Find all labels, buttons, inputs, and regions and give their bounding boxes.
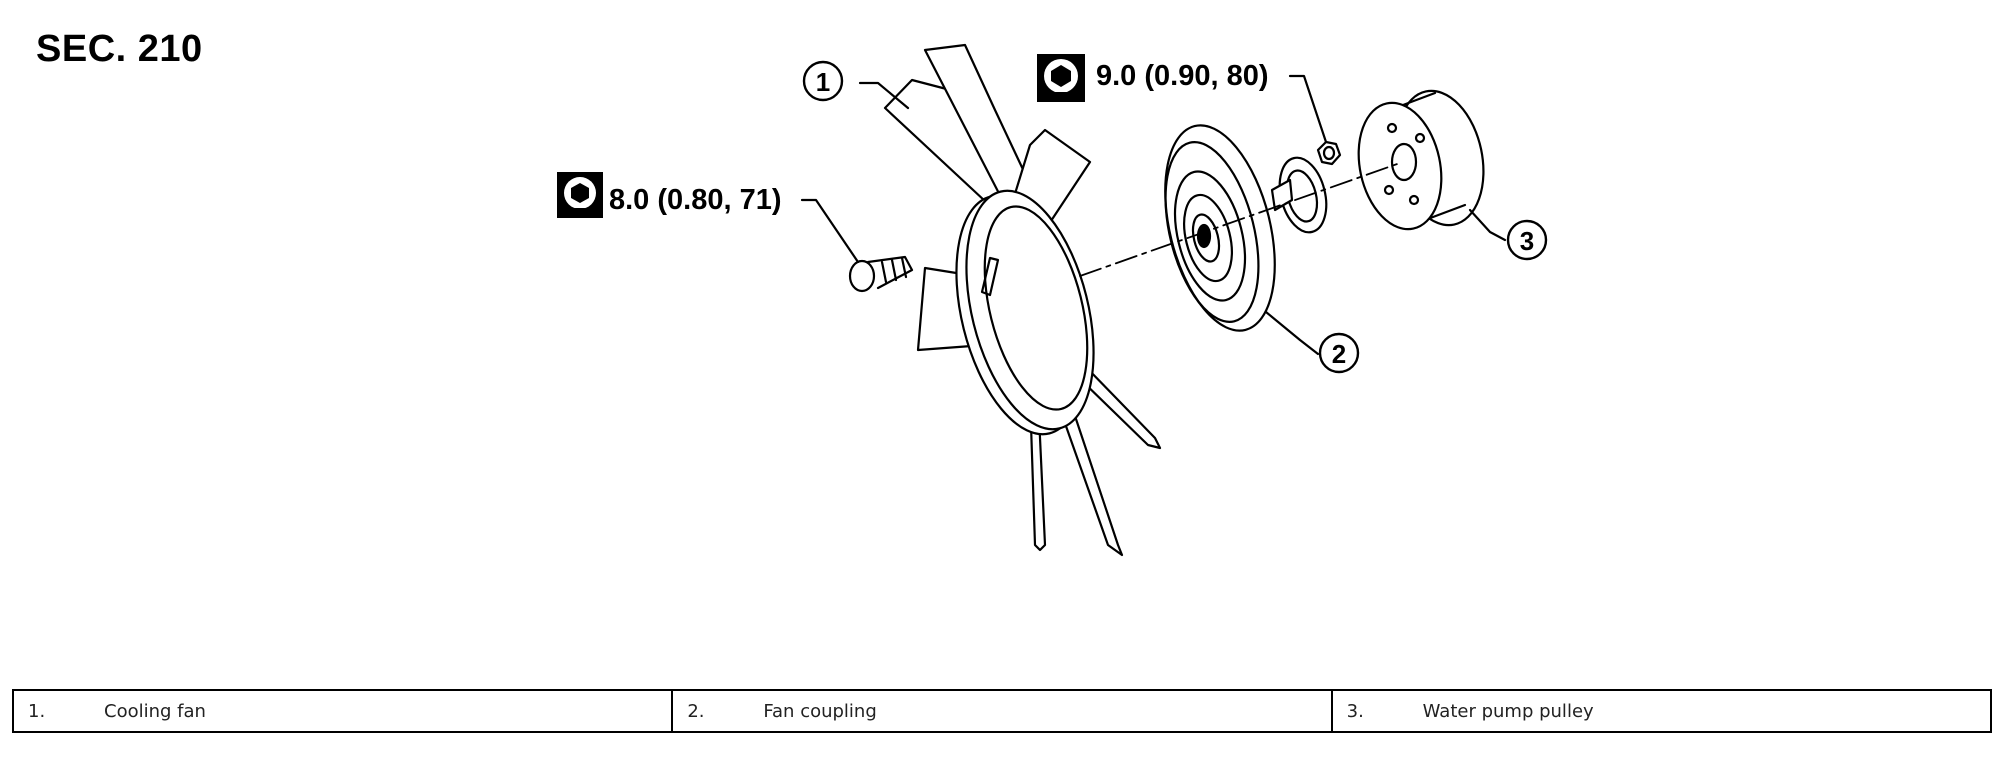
- parts-legend-table: 1. Cooling fan 2. Fan coupling 3. Water …: [12, 689, 1992, 733]
- svg-text:1: 1: [816, 67, 830, 97]
- fan-coupling: [1164, 124, 1328, 332]
- leader-torque-1: [800, 198, 860, 264]
- legend-number: 2.: [687, 700, 705, 722]
- legend-cell-3: 3. Water pump pulley: [1333, 691, 1990, 731]
- torque-spec-nut: 9.0 (0.90, 80): [1037, 54, 1269, 102]
- coupling-nut: [1316, 140, 1342, 166]
- svg-text:2: 2: [1332, 339, 1346, 369]
- legend-label: Cooling fan: [104, 700, 206, 722]
- torque-wrench-icon: [557, 172, 603, 218]
- svg-text:3: 3: [1520, 226, 1534, 256]
- legend-number: 3.: [1346, 700, 1364, 722]
- leader-2: [1264, 310, 1320, 356]
- leader-3: [1468, 208, 1507, 242]
- fan-bolt: [848, 255, 914, 293]
- section-title: SEC. 210: [36, 28, 203, 70]
- legend-cell-2: 2. Fan coupling: [673, 691, 1333, 731]
- exploded-view-diagram: 1 2 3 8.0 (0.80, 71) 9.0 (0.90, 80): [557, 43, 1548, 557]
- torque-wrench-icon: [1037, 54, 1085, 102]
- callout-2: 2: [1318, 332, 1360, 374]
- leader-torque-2: [1288, 74, 1328, 144]
- water-pump-pulley: [1357, 89, 1485, 231]
- callout-1: 1: [802, 60, 844, 102]
- cooling-fan: [883, 43, 1162, 557]
- center-axis-line: [1079, 162, 1401, 277]
- legend-label: Fan coupling: [763, 700, 877, 722]
- torque-spec-bolt: 8.0 (0.80, 71): [557, 172, 782, 218]
- legend-number: 1.: [28, 700, 46, 722]
- callout-3: 3: [1506, 219, 1548, 261]
- leader-1: [858, 81, 910, 110]
- svg-text:8.0 (0.80, 71): 8.0 (0.80, 71): [609, 184, 782, 216]
- legend-label: Water pump pulley: [1422, 700, 1594, 722]
- svg-text:9.0 (0.90, 80): 9.0 (0.90, 80): [1096, 60, 1269, 92]
- legend-cell-1: 1. Cooling fan: [14, 691, 674, 731]
